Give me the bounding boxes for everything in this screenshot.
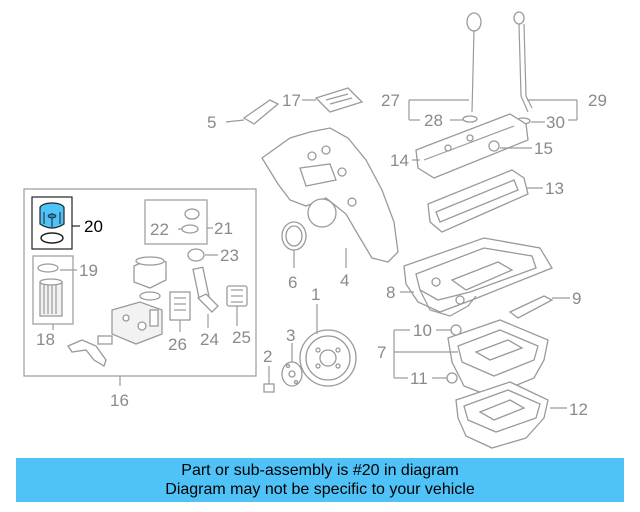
banner-line-1: Part or sub-assembly is #20 in diagram <box>181 462 459 479</box>
label-21[interactable]: 21 <box>214 219 233 238</box>
info-banner: Part or sub-assembly is #20 in diagram D… <box>16 458 624 502</box>
part-4-timing-cover[interactable] <box>261 127 399 263</box>
label-15[interactable]: 15 <box>534 139 553 158</box>
label-7[interactable]: 7 <box>377 343 386 362</box>
label-3[interactable]: 3 <box>286 326 295 345</box>
label-25[interactable]: 25 <box>232 328 251 347</box>
label-9[interactable]: 9 <box>572 289 581 308</box>
label-28[interactable]: 28 <box>424 111 443 130</box>
label-11[interactable]: 11 <box>410 369 428 388</box>
part-25-cover[interactable] <box>226 285 248 307</box>
part-20-oil-filter-cap[interactable] <box>31 196 80 250</box>
label-6[interactable]: 6 <box>288 273 297 292</box>
part-17-cover-plate[interactable] <box>314 87 364 113</box>
label-30[interactable]: 30 <box>546 113 565 132</box>
label-18[interactable]: 18 <box>36 330 55 349</box>
label-5[interactable]: 5 <box>207 113 216 132</box>
label-10[interactable]: 10 <box>413 321 432 340</box>
parts-diagram: 16 20 19 18 22 21 23 <box>23 11 607 449</box>
label-12[interactable]: 12 <box>569 400 588 419</box>
part-11-drain-plug[interactable] <box>446 372 458 384</box>
label-2[interactable]: 2 <box>263 347 272 366</box>
part-oil-line[interactable] <box>67 335 113 367</box>
label-14[interactable]: 14 <box>390 151 409 170</box>
part-13-valve-cover-gasket[interactable] <box>427 169 529 233</box>
label-19[interactable]: 19 <box>79 261 98 280</box>
part-14-valve-cover[interactable] <box>415 113 529 179</box>
label-22[interactable]: 22 <box>150 220 169 239</box>
part-8-upper-oil-pan[interactable] <box>403 237 553 317</box>
label-16[interactable]: 16 <box>110 391 129 410</box>
assembly-16-box <box>23 188 257 377</box>
label-29[interactable]: 29 <box>588 91 607 110</box>
part-23-plug[interactable] <box>187 248 205 262</box>
part-29-dipstick-tube[interactable] <box>513 11 533 125</box>
part-10-bolt[interactable] <box>450 324 462 336</box>
label-4[interactable]: 4 <box>340 271 349 290</box>
label-26[interactable]: 26 <box>168 335 187 354</box>
part-18-oil-filter[interactable] <box>39 278 63 317</box>
part-12-oil-pan-baffle[interactable] <box>455 381 549 449</box>
part-2-bolt[interactable] <box>263 380 275 393</box>
part-27-dipstick[interactable] <box>462 12 482 123</box>
part-3-plate[interactable] <box>281 361 303 387</box>
label-20[interactable]: 20 <box>84 217 103 236</box>
part-24-sensor[interactable] <box>192 266 219 313</box>
part-9-sealant-tube[interactable] <box>508 295 554 319</box>
label-23[interactable]: 23 <box>220 246 239 265</box>
banner-line-2: Diagram may not be specific to your vehi… <box>165 481 475 498</box>
label-8[interactable]: 8 <box>386 283 395 302</box>
label-24[interactable]: 24 <box>200 330 219 349</box>
label-27[interactable]: 27 <box>381 91 400 110</box>
part-1-flywheel[interactable] <box>299 329 357 387</box>
part-22-seal[interactable] <box>181 208 200 234</box>
label-1[interactable]: 1 <box>311 285 320 304</box>
part-7-oil-pan[interactable] <box>447 319 549 397</box>
part-5-sealant[interactable] <box>242 99 280 125</box>
label-13[interactable]: 13 <box>545 179 564 198</box>
part-26-gasket[interactable] <box>169 291 191 321</box>
label-17[interactable]: 17 <box>282 91 301 110</box>
part-6-seal[interactable] <box>281 221 307 251</box>
part-oil-filter-housing[interactable] <box>111 256 167 345</box>
part-19-o-ring[interactable] <box>37 263 59 273</box>
